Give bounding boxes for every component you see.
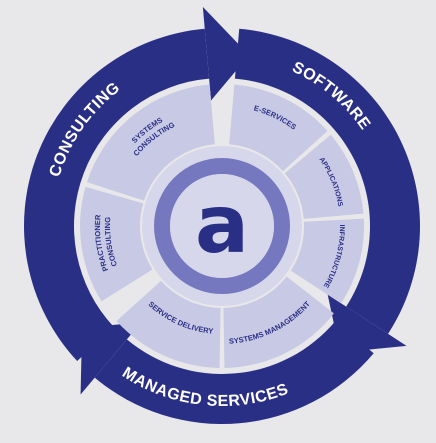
managed-services-segment xyxy=(94,321,374,424)
hub: a xyxy=(142,146,302,306)
segment-practitioner-consulting xyxy=(79,186,153,302)
software-segment xyxy=(234,28,421,334)
segment-systems-management xyxy=(223,276,334,368)
segment-systems-consulting xyxy=(86,84,215,201)
logo-a-icon: a xyxy=(195,178,249,271)
segment-applications xyxy=(284,134,364,219)
consulting-arrowhead xyxy=(202,6,250,101)
managed-services-arrowhead xyxy=(80,322,142,395)
software-arrowhead xyxy=(327,294,407,353)
segment-infrastructure xyxy=(290,218,364,304)
outer-ring xyxy=(23,6,421,424)
inner-ring xyxy=(79,84,364,368)
consulting-segment xyxy=(23,28,210,362)
logo-ring xyxy=(154,158,290,294)
segment-e-services xyxy=(229,84,328,172)
logo-core xyxy=(170,174,274,278)
segment-service-delivery xyxy=(116,280,221,368)
